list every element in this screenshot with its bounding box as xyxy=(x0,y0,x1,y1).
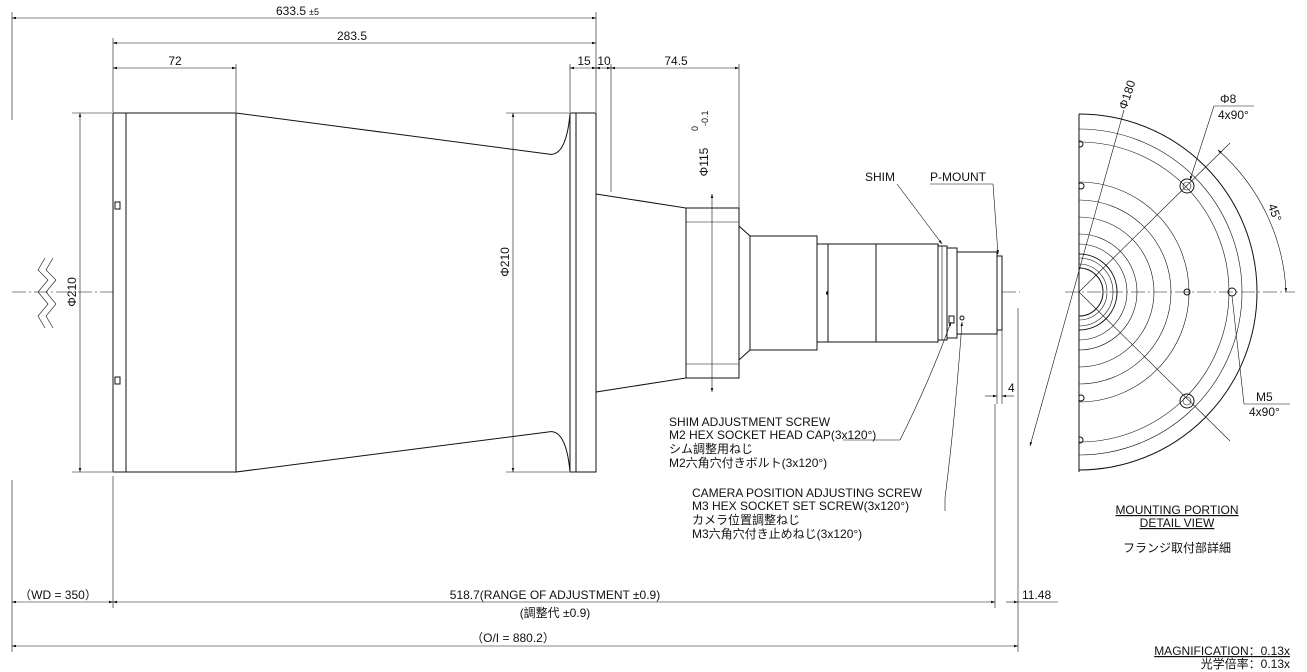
bottom-dimensions: （WD = 350） 518.7(RANGE OF ADJUSTMENT ±0.… xyxy=(11,308,1058,652)
dim-range: 518.7(RANGE OF ADJUSTMENT ±0.9) xyxy=(450,588,660,602)
detail-thread-count: 4x90° xyxy=(1249,405,1280,419)
dim-rear-length: 74.5 xyxy=(664,54,688,68)
detail-hole-count: 4x90° xyxy=(1218,108,1249,122)
dim-total-length: 633.5 xyxy=(276,4,306,18)
shim-screw-line-1: SHIM ADJUSTMENT SCREW xyxy=(669,415,831,429)
dim-total-length-tol: ±5 xyxy=(309,7,319,17)
break-marks xyxy=(37,257,57,329)
label-shim: SHIM xyxy=(865,170,895,184)
dim-mount-tol-upper: 0 xyxy=(690,126,700,131)
dim-back-length: 11.48 xyxy=(1022,588,1051,602)
mounting-detail-view: Φ180 Φ8 4x90° 45° M5 4x90° MOUNTING PORT… xyxy=(1029,78,1290,555)
detail-hole-dia: Φ8 xyxy=(1220,92,1237,106)
dim-front-barrel: 72 xyxy=(168,54,182,68)
cam-screw-line-4: M3六角穴付き止めねじ(3x120°) xyxy=(692,526,862,541)
detail-angle: 45° xyxy=(1265,202,1284,224)
detail-title-1: MOUNTING PORTION xyxy=(1115,503,1238,517)
dim-wd: （WD = 350） xyxy=(19,588,97,602)
dim-front-diameter: Φ210 xyxy=(65,277,79,307)
label-pmount: P-MOUNT xyxy=(930,170,987,184)
dim-flange-thickness: 15 xyxy=(577,54,591,68)
screw-callouts: SHIM ADJUSTMENT SCREW M2 HEX SOCKET HEAD… xyxy=(669,415,923,541)
dim-mount-diameter: Φ115 xyxy=(697,147,711,176)
top-dimensions: 633.5 ±5 283.5 72 15 10 74.5 xyxy=(11,4,740,224)
magnification: MAGNIFICATION：0.13x xyxy=(1154,644,1290,658)
cam-screw-line-2: M3 HEX SOCKET SET SCREW(3x120°) xyxy=(692,499,909,513)
shim-screw-line-4: M2六角穴付きボルト(3x120°) xyxy=(669,455,827,470)
shim-screw-line-3: シム調整用ねじ xyxy=(669,441,753,456)
detail-title-jp: フランジ取付部詳細 xyxy=(1123,540,1231,555)
dim-mount-step: 4 xyxy=(1008,381,1015,395)
diameter-dimensions: Φ210 Φ210 Φ115 0 -0.1 xyxy=(65,110,714,473)
dim-range-jp: (調整代 ±0.9) xyxy=(520,605,591,620)
leaders: SHIM P-MOUNT xyxy=(843,170,999,511)
lens-body xyxy=(112,112,1003,473)
cam-screw-line-3: カメラ位置調整ねじ xyxy=(692,512,800,527)
shim-screw-line-2: M2 HEX SOCKET HEAD CAP(3x120°) xyxy=(669,428,876,442)
mount-step-dimension: 4 xyxy=(985,330,1015,404)
dim-mount-tol-lower: -0.1 xyxy=(700,110,710,126)
magnification-jp: 光学倍率：0.13x xyxy=(1201,656,1290,671)
dim-body-length: 283.5 xyxy=(337,29,367,43)
dim-flange-gap: 10 xyxy=(597,54,611,68)
detail-thread: M5 xyxy=(1256,390,1273,404)
detail-title-2: DETAIL VIEW xyxy=(1140,516,1215,530)
footer: MAGNIFICATION：0.13x 光学倍率：0.13x xyxy=(1154,644,1290,671)
detail-dia-180: Φ180 xyxy=(1116,78,1139,111)
dim-rear-diameter: Φ210 xyxy=(498,247,512,277)
dim-oi: （O/I = 880.2） xyxy=(471,631,555,645)
cam-screw-line-1: CAMERA POSITION ADJUSTING SCREW xyxy=(692,486,923,500)
